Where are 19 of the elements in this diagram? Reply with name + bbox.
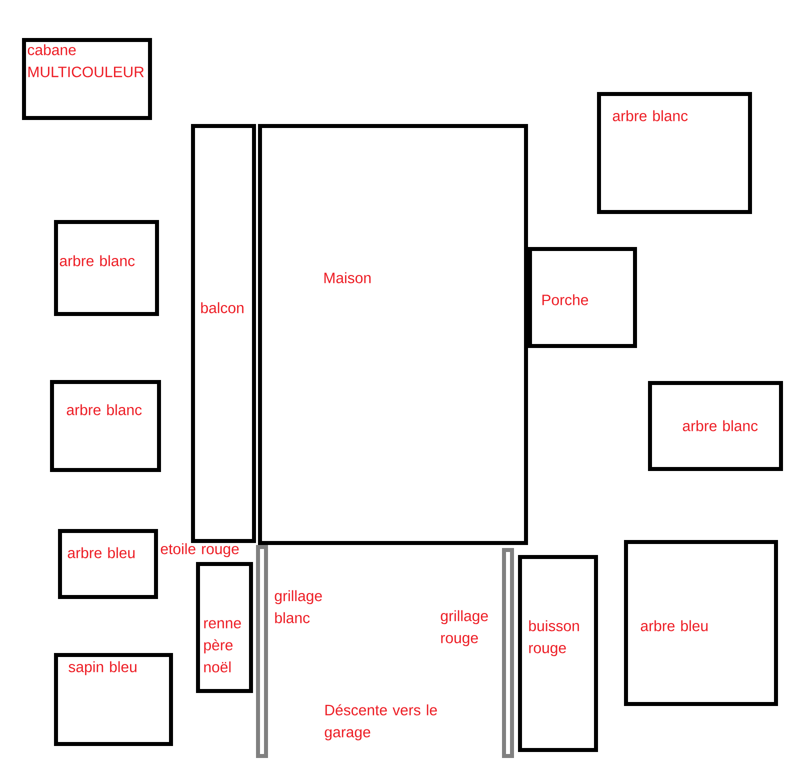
garden-box: sapin bleu xyxy=(54,653,173,746)
garden-box: balcon xyxy=(191,124,256,543)
fence-label: grillage blanc xyxy=(274,590,322,624)
garden-box: arbre bleu xyxy=(624,540,778,706)
garden-box: renne père noël xyxy=(196,562,253,693)
garden-box: buisson rouge xyxy=(518,555,598,752)
garden-box: arbre blanc xyxy=(54,220,159,316)
garden-box: arbre blanc xyxy=(597,92,752,214)
garden-box: arbre blanc xyxy=(648,381,783,471)
garden-box: arbre bleu xyxy=(58,529,158,599)
area-label: Déscente vers le garage xyxy=(324,704,437,740)
fence-bar xyxy=(256,545,268,758)
garden-box: Porche xyxy=(528,247,637,348)
garden-box: cabane MULTICOULEUR xyxy=(22,38,152,120)
area-label: etoile rouge xyxy=(160,543,239,558)
garden-box: arbre blanc xyxy=(50,380,161,472)
fence-label: grillage rouge xyxy=(440,610,488,646)
fence-bar xyxy=(502,548,514,758)
garden-box: Maison xyxy=(258,124,528,545)
